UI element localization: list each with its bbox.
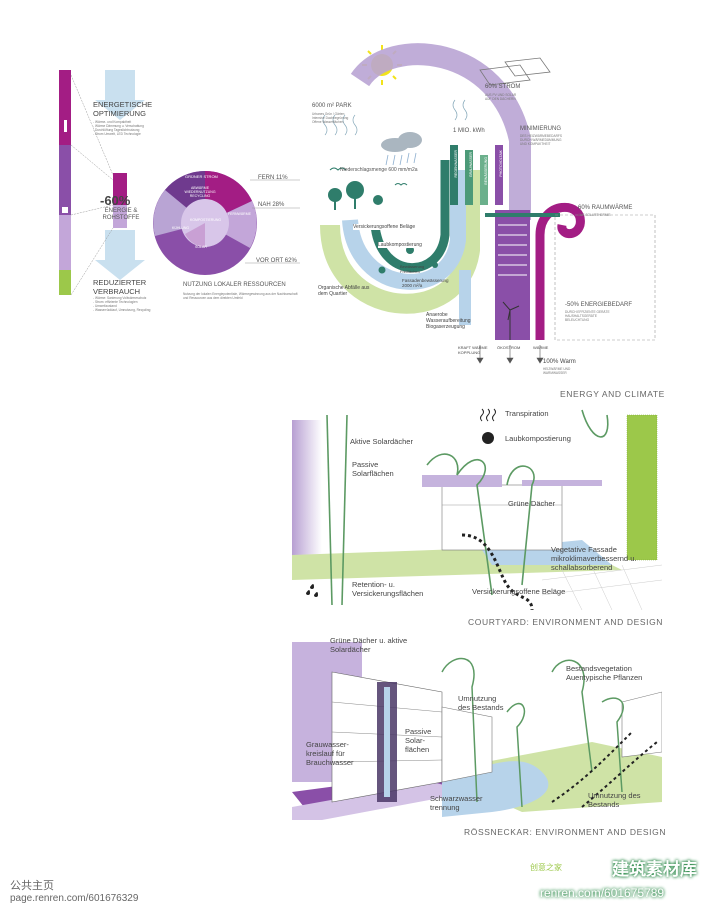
rossneckar-umnutzung1: Umnutzung des Bestands [458,694,504,712]
vorort-percent: VOR ORT 62% [256,258,297,264]
courtyard-belaege: Versickerungsoffene Beläge [472,587,566,596]
minimierung-notes: DES HEIZWÄRMEBEDARFS DURCH WÄRMEDÄMMUNG … [520,134,562,146]
pie-label-solar: SOLAR [195,245,207,249]
watermark-small-tag: 创意之家 [530,863,562,872]
energiebedarf-notes: DURCH EFFIZIENTE GERÄTE HAUSHALTSGERÄTE … [565,310,610,322]
park-label: 6000 m² PARK [312,103,352,109]
nah-percent: NAH 28% [258,202,285,208]
reduced-notes: - Wärme: Sanierung Vollwärmeschutz - Str… [93,296,151,312]
rossneckar-grauwasser: Grauwasser-kreislauf für Brauchwasser [306,740,354,767]
pie-label-abwaerme: ABWÄRME WIEDERNUTZUNG RECYCLING [184,186,216,198]
wind-turbine-icon [502,301,520,340]
reduction-value: -60% [100,193,131,208]
courtyard-laub: Laubkompostierung [505,434,571,443]
vegetative-facade [627,415,657,560]
energy-reduction-graphic [59,70,145,296]
watermark-right-url: renren.com/601675789 [540,886,665,900]
pie-label-strom: GRÜNER STROM [185,174,218,179]
raumwaerme-notes: AUS SOLARTHERMIE [578,213,611,217]
anaerob-label: Anaerobe Wasseraufbereitung Biogaserzeug… [426,312,471,330]
energy-demand-box [554,214,656,341]
strom-notes: AUS PV UND SOLAR AUF DEN DÄCHERN [485,93,517,101]
regenwasser-bar [450,145,458,205]
rossneckar-passiv: Passive Solar-flächen [405,727,432,754]
raumwaerme-label: 60% RAUMWÄRME [578,205,633,211]
park-trees-icon [328,181,383,210]
strom-label: 60% STROM [485,84,521,90]
rossneckar-umnutzung2: Umnutzung des Bestands [588,791,641,809]
rossneckar-caption: RÖSSNECKAR: ENVIRONMENT AND DESIGN [464,827,667,837]
belaege-label: Versickerungsoffene Beläge [353,224,416,230]
warm-label: 100% Warm [543,359,576,365]
optimization-notes: - Wärme- und Kompaktheit - Wärme Dämmung… [93,120,144,136]
courtyard-building [441,484,563,551]
dotted-path [461,533,534,610]
droplets-icon [306,584,318,597]
vertical-label-2: GRAUWASSER [469,152,473,178]
rossneckar-trees [441,657,624,808]
vertical-label-3: BEWÄSSERUNG [484,157,488,185]
courtyard-transpiration: Transpiration [505,409,549,418]
transpiration-lines [322,99,468,136]
courtyard-fassade: Vegetative Fassade mikroklimaverbessernd… [551,545,637,572]
courtyard-illustration [292,408,662,610]
resources-notes: Nutzung der lokalen Energiepotentiale, W… [183,292,298,300]
courtyard-aktiv: Aktive Solardächer [350,437,413,446]
courtyard-trees [326,409,609,606]
vertical-label-1: REGENWASSER [454,150,458,178]
pie-segment-fern [205,201,257,248]
laub-icon [406,246,414,254]
fassade-label: Fassadenbewässerung 2000 m²/a [402,278,449,288]
courtyard-retention: Retention- u. Versickerungsflächen [352,580,424,598]
rain-cloud-icon [381,132,422,166]
energy-caption: ENERGY AND CLIMATE [560,389,665,399]
minimierung-label: MINIMIERUNG [520,126,561,132]
resources-pie-chart [153,171,300,275]
reduced-title: REDUZIERTER VERBRAUCH [93,278,147,296]
oekostrom-label: ÖKOSTROM [497,345,521,350]
solar-panel-icons [479,57,551,86]
watermark-right-title: 建筑素材库 [612,860,697,879]
thermometer-icon [64,120,67,132]
fern-percent: FERN 11% [258,175,288,181]
mwh-label: 1 MIO. kWh [453,128,485,134]
park-notes: Urbanes Grün / Gärten Intensive Dachbegr… [312,112,349,124]
rossneckar-illustration [292,642,662,820]
watermark-left-url: page.renren.com/601676329 [10,893,139,904]
optimization-title: ENERGETISCHE OPTIMIERUNG [93,100,153,118]
watermark-left-logo: 公共主页 [10,880,54,892]
bird-icons [329,167,408,186]
warm-notes: HEIZWÄRME UND WARMWASSER [543,367,571,375]
energy-climate-diagram [320,43,656,364]
resources-caption: NUTZUNG LOKALER RESSOURCEN [183,282,286,288]
rain-label: Niederschlagsmenge 600 mm/m2a [340,167,418,173]
pie-label-fernwaerme: FERNWÄRME [228,212,251,216]
rossneckar-bestand: Bestandsvegetation Auentypische Pflanzen [566,664,643,682]
vertical-label-4: PHOTOVOLTAIK [499,150,503,177]
courtyard-passiv: Passive Solarflächen [352,460,394,478]
waerme-label: WÄRME [533,345,549,350]
energiebedarf-label: -50% ENERGIEBEDARF [565,302,633,308]
raumwaerme-loop [535,202,585,340]
top-arrow-icon [95,70,145,120]
rossneckar-schwarz: Schwarzwasser trennung [430,794,483,812]
bottom-arrow-icon [95,230,145,280]
transpiration-icon [480,408,496,422]
courtyard-gruene: Grüne Dächer [508,499,556,508]
pie-label-kompost: KOMPOSTIERUNG [190,218,222,222]
dotted-path [551,731,633,803]
rossneckar-gruene: Grüne Dächer u. aktive Solardächer [330,636,408,654]
courtyard-caption: COURTYARD: ENVIRONMENT AND DESIGN [468,617,664,627]
laub-label: Laubkompostierung [378,242,422,248]
plug-icon [62,207,68,213]
bewaesserung-label: Bewässerung Freiflächen [400,264,425,274]
pie-label-kuehlung: KÜHLUNG [172,226,190,230]
abwaerme-label: Organische Abfälle aus dem Quartier [318,285,370,297]
laub-compost-icon [482,432,494,444]
water-area [482,540,612,565]
reduction-label: ENERGIE & ROHSTOFFE [102,208,140,221]
kraft-label: KRAFT WÄRME KOPPLUNG [458,345,488,355]
